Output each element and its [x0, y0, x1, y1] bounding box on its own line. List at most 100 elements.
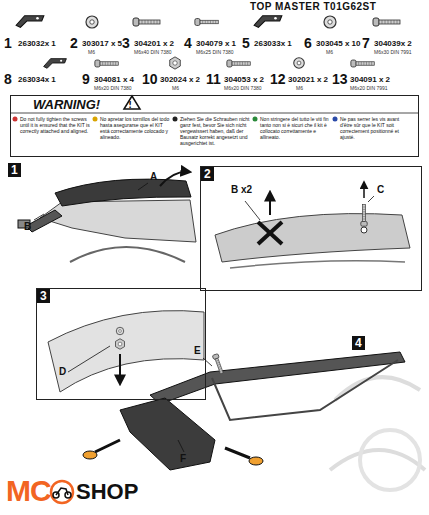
logo-text: SHOP	[76, 481, 138, 503]
part-number: 7	[362, 36, 370, 50]
art-shape	[93, 117, 98, 122]
art-shape	[95, 440, 250, 458]
art-shape	[124, 96, 140, 109]
part-code: 302024 x 2	[160, 76, 200, 84]
art-shape	[133, 18, 160, 26]
part-number: 5	[242, 36, 250, 50]
art-shape	[269, 192, 271, 215]
part-code: 304039x 2	[374, 40, 412, 48]
art-shape	[120, 398, 215, 470]
part-number: 10	[142, 72, 158, 86]
art-shape	[138, 183, 148, 190]
step2-illustration	[215, 182, 410, 268]
part-spec: M6	[296, 86, 303, 91]
art-shape	[44, 59, 67, 69]
callout-letter: D	[59, 367, 66, 377]
part-spec: M6x40 DIN 7380	[134, 50, 172, 55]
step-number: 2	[201, 167, 214, 181]
art-shape	[150, 352, 405, 404]
part-number: 11	[206, 72, 221, 86]
part-spec: M6x30 DIN 7991	[374, 50, 412, 55]
part-spec: M6x20 DIN 7991	[350, 86, 388, 91]
part-code: 302021 x 2	[288, 76, 328, 84]
part-spec: M6x25 DIN 7380	[196, 50, 234, 55]
part-code: 263034x 1	[18, 76, 56, 84]
part-number: 8	[4, 72, 12, 86]
art-shape	[333, 117, 338, 122]
part-code: 303017 x 5	[82, 40, 122, 48]
art-shape	[119, 354, 121, 384]
art-shape	[178, 440, 184, 452]
part-code: 263033x 1	[254, 40, 292, 48]
part-code: 304201 x 2	[134, 40, 174, 48]
art-shape	[26, 210, 62, 232]
art-shape	[13, 117, 18, 122]
warning-text: Ne pas serrer les vis avant d'être sûr q…	[340, 116, 412, 140]
part-number: 9	[82, 72, 90, 86]
art-shape	[86, 16, 98, 28]
art-shape	[83, 451, 97, 459]
art-shape	[258, 222, 282, 244]
art-shape	[212, 354, 224, 375]
callout-letter: E	[194, 346, 201, 356]
art-shape	[373, 18, 400, 26]
art-shape	[361, 205, 367, 227]
part-code: 304091 x 2	[350, 76, 390, 84]
part-number: 1	[4, 36, 12, 50]
art-shape	[249, 457, 263, 465]
art-shape	[170, 57, 181, 69]
part-spec: M6x20 DIN 7380	[224, 86, 262, 91]
callout-letter: B	[24, 222, 31, 232]
parts-icons	[16, 16, 400, 69]
part-spec: M6	[326, 50, 333, 55]
part-code: 304053 x 2	[224, 76, 264, 84]
art-shape	[55, 179, 191, 206]
warning-box: WARNING! Do not fully tighten the screws …	[10, 95, 419, 157]
art-shape	[253, 117, 258, 122]
art-shape	[116, 339, 125, 350]
art-shape	[212, 360, 398, 420]
part-spec: M6	[172, 86, 179, 91]
art-shape	[360, 430, 420, 490]
warning-text: Do not fully tighten the screws until it…	[20, 116, 90, 134]
part-code: 263032x 1	[18, 40, 56, 48]
step4-illustration	[83, 352, 425, 490]
art-shape	[368, 196, 374, 202]
art-shape	[95, 60, 118, 67]
art-shape	[203, 358, 212, 366]
art-shape	[227, 60, 250, 67]
art-shape	[10, 113, 419, 114]
step3-illustration	[48, 311, 204, 392]
step-panel: 3D	[36, 288, 206, 400]
art-shape	[245, 201, 260, 220]
callout-label: B x2	[231, 185, 252, 195]
part-number: 6	[304, 36, 312, 50]
art-shape	[363, 182, 365, 198]
warning-text: Non stringere del tutto le viti fin tant…	[260, 116, 330, 140]
callout-letter: A	[150, 172, 157, 182]
warning-text: No apretar los tornillos del todo hasta …	[100, 116, 170, 140]
art-shape	[351, 60, 374, 67]
warning-title: WARNING!	[33, 98, 100, 111]
step-panel: 2 B x2 C	[200, 166, 422, 291]
part-code: 303045 x 10	[316, 40, 361, 48]
art-shape	[294, 58, 305, 69]
callout-letter: F	[180, 454, 186, 464]
art-shape	[16, 16, 44, 28]
heading: TOP MASTER T01G62ST	[250, 2, 376, 12]
logo-icon	[51, 481, 73, 503]
part-spec: M6x20 DIN 7380	[94, 86, 132, 91]
part-code: 304079 x 1	[196, 40, 236, 48]
part-spec: M6	[88, 50, 95, 55]
part-number: 2	[70, 36, 78, 50]
art-shape: !	[128, 101, 132, 110]
part-number: 12	[270, 72, 286, 86]
art-shape	[324, 16, 336, 28]
callout-letter: C	[377, 185, 384, 195]
step-number: 1	[8, 163, 21, 177]
art-shape	[48, 311, 204, 392]
part-number: 4	[184, 36, 192, 50]
art-shape	[34, 214, 44, 220]
art-shape	[160, 172, 190, 186]
